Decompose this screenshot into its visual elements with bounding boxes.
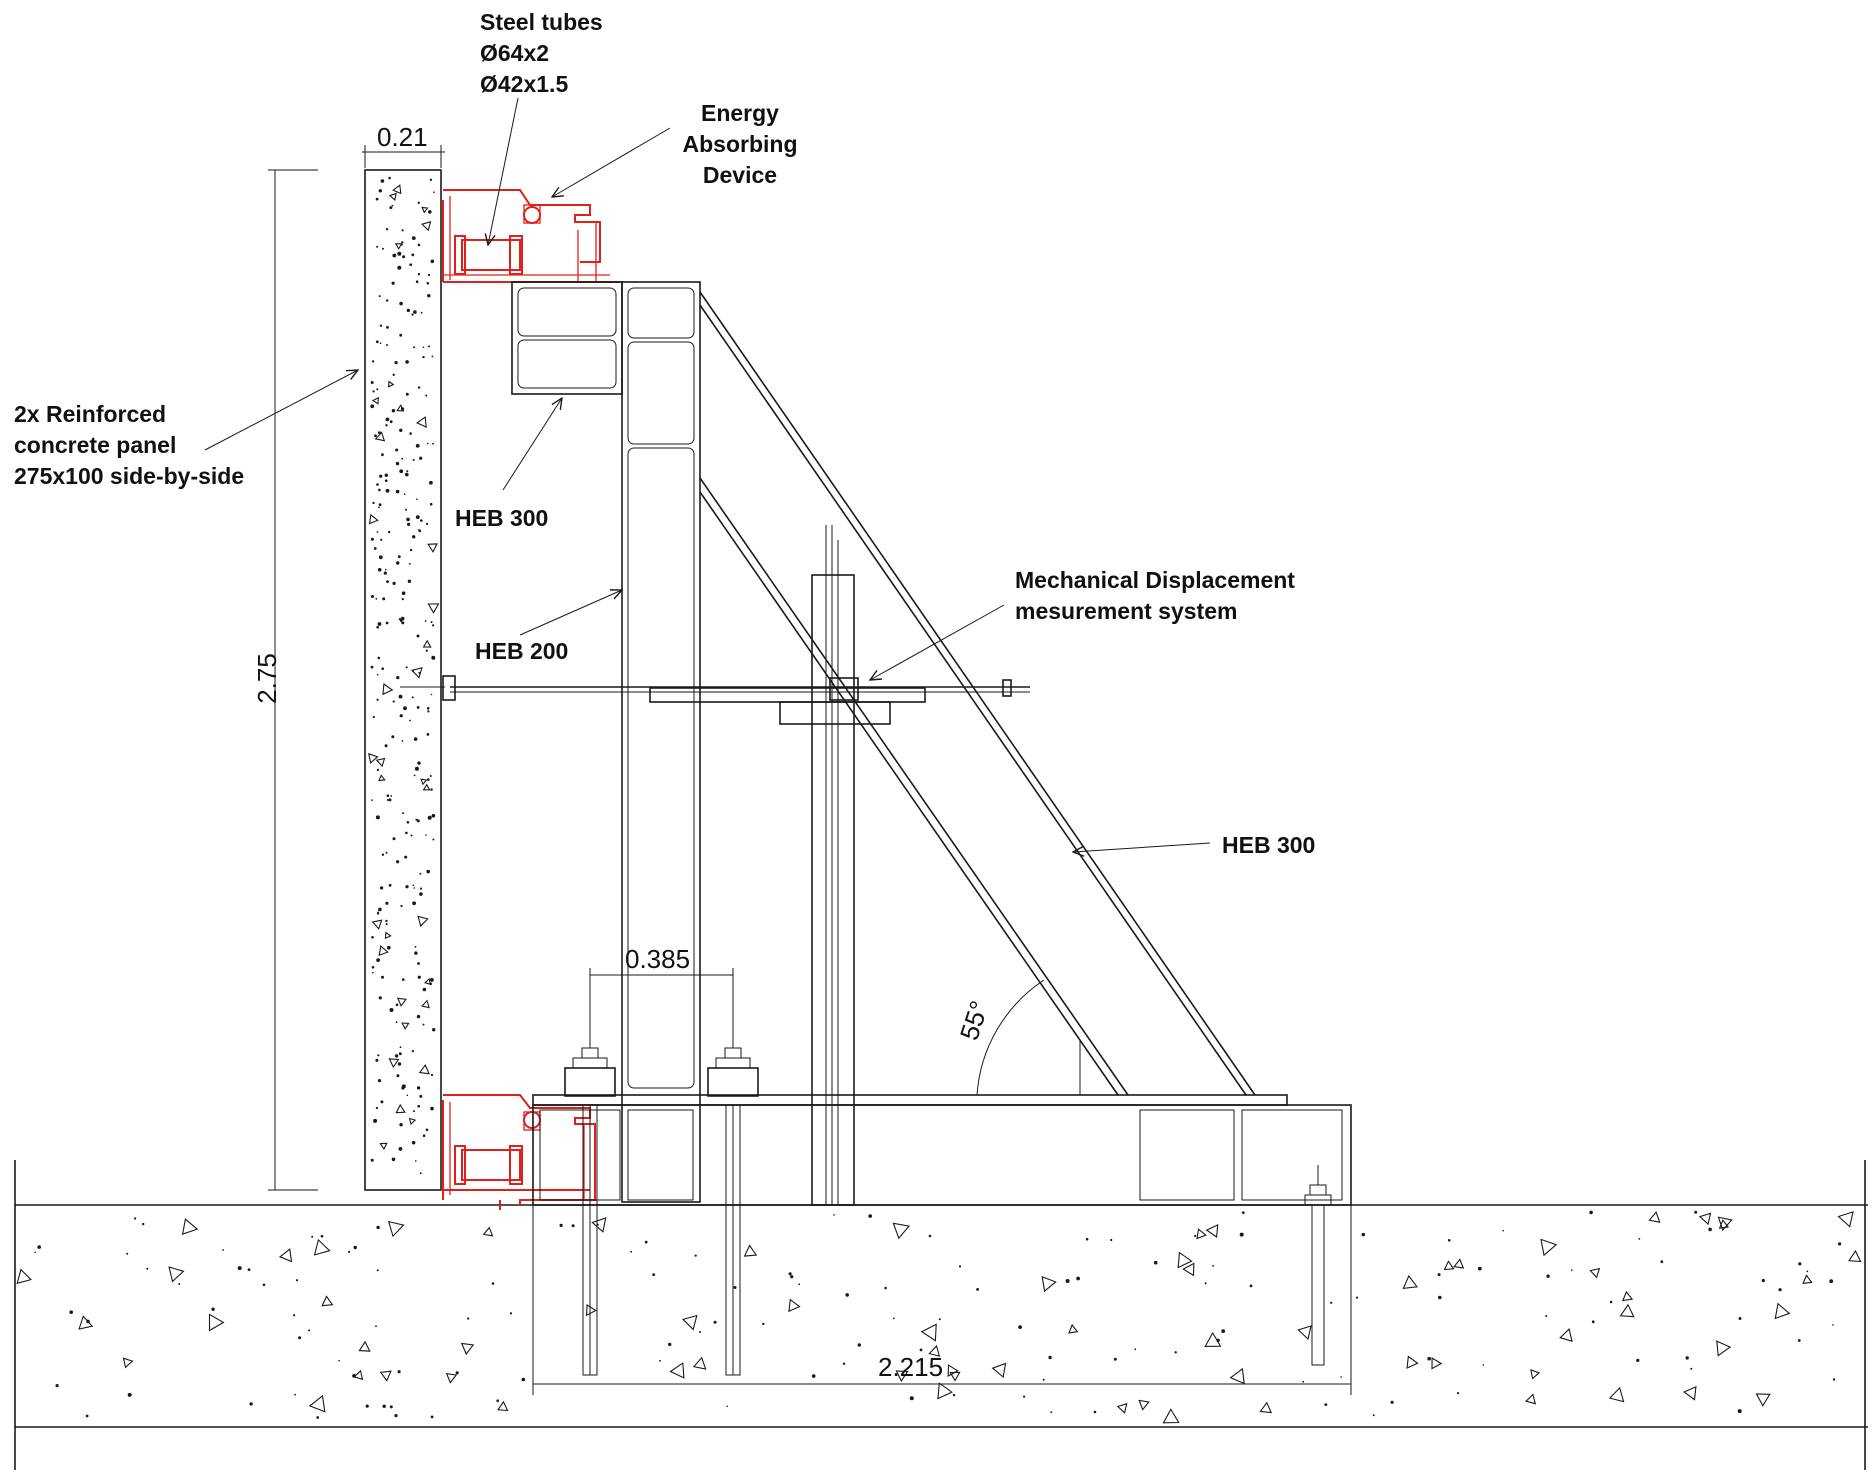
heb200-column — [621, 281, 701, 1203]
anchor-bolt-right — [707, 1035, 759, 1376]
label-mechanical-system: Mechanical Displacement mesurement syste… — [1015, 565, 1295, 627]
label-energy-device: Energy Absorbing Device — [680, 98, 800, 191]
steel-tubes-line-2: Ø64x2 — [480, 40, 550, 66]
label-concrete-panel: 2x Reinforced concrete panel 275x100 sid… — [14, 399, 244, 492]
top-energy-absorbing-device — [442, 189, 620, 283]
label-heb200: HEB 200 — [475, 638, 569, 664]
anchor-bolt-left — [564, 1035, 616, 1376]
dimension-base-length: 2.215 — [878, 1352, 944, 1382]
bottom-energy-absorbing-device — [442, 1094, 596, 1210]
diagonal-brace-inner — [699, 477, 1129, 1096]
anchor-bolt-end — [1304, 1165, 1332, 1366]
displacement-measurement-system — [400, 675, 1030, 725]
steel-tubes-line-3: Ø42x1.5 — [480, 71, 569, 97]
energy-device-line-2: Absorbing — [682, 131, 798, 157]
panel-height-dimension — [268, 169, 318, 1191]
concrete-panel — [364, 169, 442, 1191]
mechanical-system-line-2: mesurement system — [1015, 598, 1238, 624]
steel-tubes-line-1: Steel tubes — [480, 9, 603, 35]
concrete-panel-line-3: 275x100 side-by-side — [14, 463, 245, 489]
bolt-spacing-dimension — [589, 968, 734, 1040]
panel-width-dimension — [362, 145, 445, 168]
diagonal-brace-outer — [699, 291, 1256, 1096]
dimension-panel-height: 2.75 — [251, 653, 282, 704]
dimension-bolt-spacing: 0.385 — [625, 944, 691, 974]
mechanical-system-line-1: Mechanical Displacement — [1015, 567, 1295, 593]
concrete-panel-line-1: 2x Reinforced — [14, 401, 167, 427]
base-length-dimension — [532, 1205, 1352, 1395]
energy-device-line-3: Device — [702, 162, 778, 188]
heb300-top-box — [511, 281, 623, 395]
ground-slab — [14, 1160, 1868, 1470]
energy-device-line-1: Energy — [701, 100, 779, 126]
base-beam — [532, 1040, 1352, 1206]
label-steel-tubes: Steel tubes Ø64x2 Ø42x1.5 — [480, 7, 603, 100]
angle-arc — [976, 979, 1045, 1096]
concrete-panel-line-2: concrete panel — [14, 432, 177, 458]
leader-arrows — [204, 97, 1211, 852]
dimension-panel-width: 0.21 — [377, 122, 428, 152]
label-heb300-top: HEB 300 — [455, 505, 549, 531]
label-heb300-diagonal: HEB 300 — [1222, 832, 1316, 858]
